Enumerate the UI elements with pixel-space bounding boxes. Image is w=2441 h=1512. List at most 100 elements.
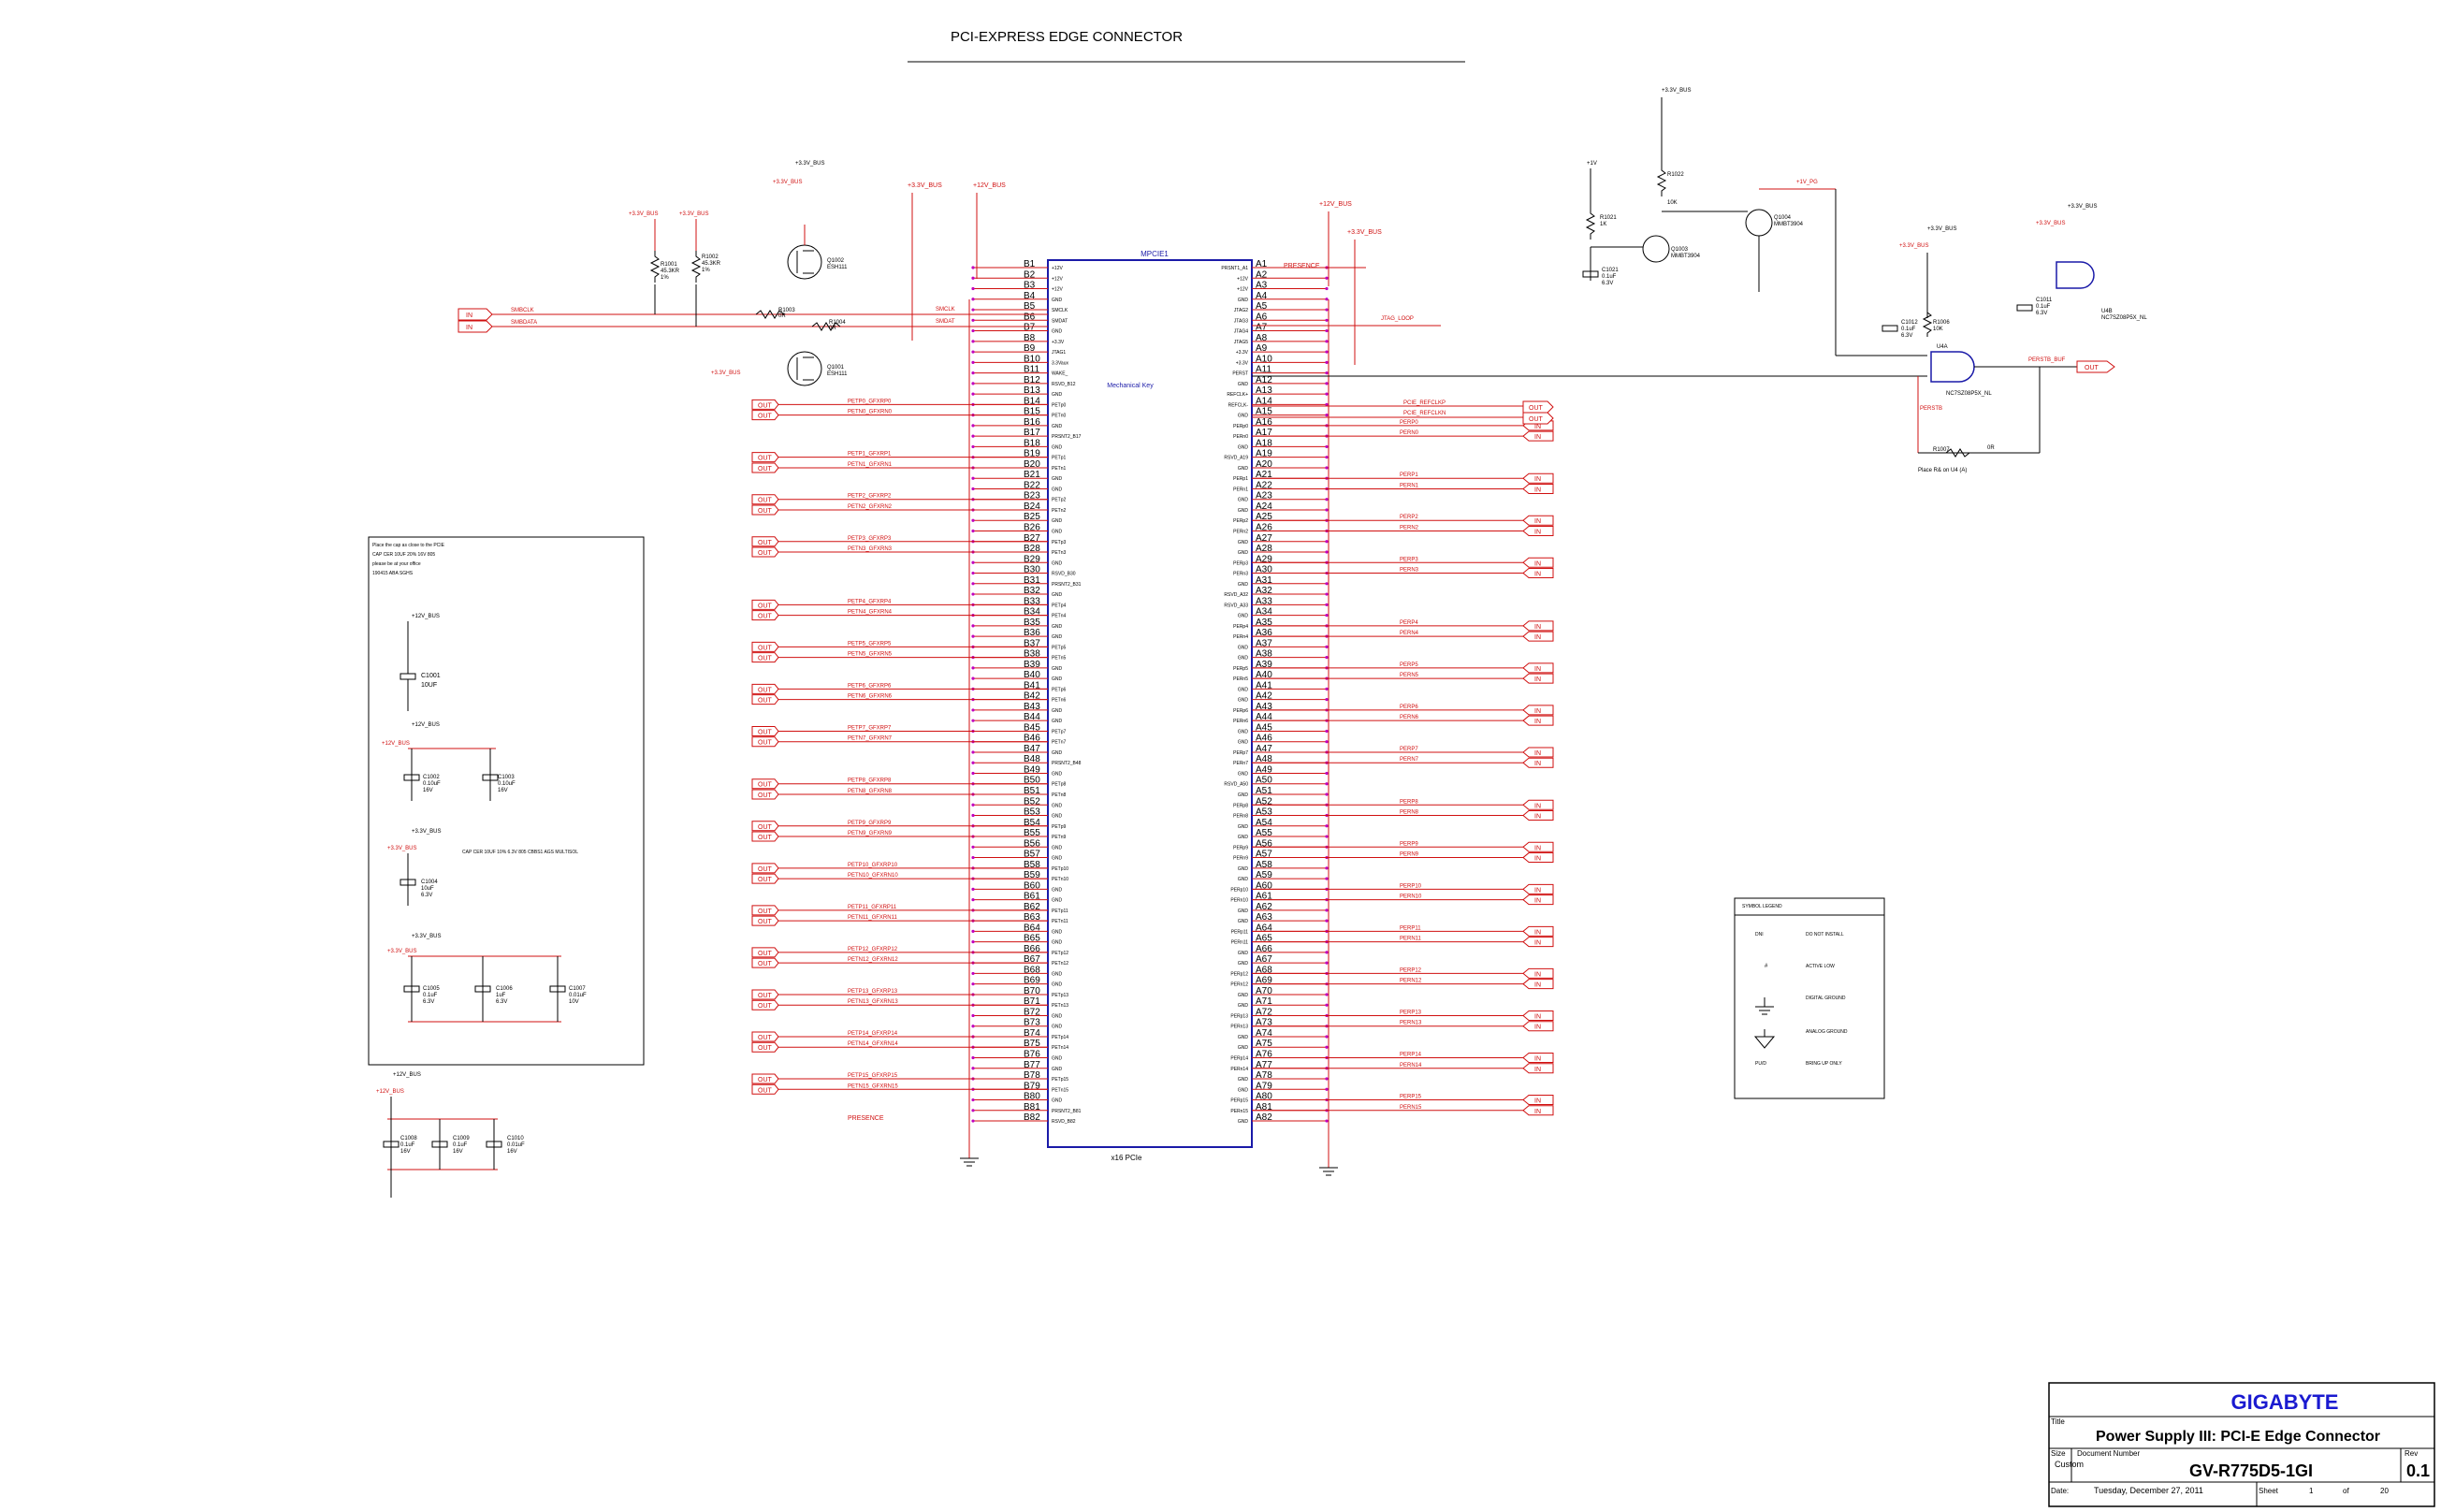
- a-pin-name: GND: [1238, 909, 1249, 914]
- tx-port-label: OUT: [758, 824, 773, 831]
- tx-port-out: [751, 778, 779, 790]
- rx-net-name: PERN7: [1400, 757, 1419, 763]
- a-pin-dot: [1325, 698, 1329, 702]
- b-pin-name: PETn4: [1052, 614, 1067, 619]
- net-smclk: SMCLK: [936, 307, 955, 313]
- tx-port-label: OUT: [758, 1077, 773, 1083]
- tx-net-name: PETN0_GFXRN0: [848, 410, 893, 415]
- tx-port-out: [751, 957, 779, 968]
- legend-item-3-desc: ANALOG GROUND: [1806, 1029, 1848, 1035]
- rx-net-name: PERN4: [1400, 631, 1419, 636]
- rx-port-in: [1522, 662, 1554, 674]
- b-pin-number: B71: [1024, 996, 1040, 1007]
- rx-port-in: [1522, 673, 1554, 684]
- rx-port-in: [1522, 557, 1554, 568]
- b-pin-dot: [971, 1055, 975, 1060]
- a-pin-name: GND: [1238, 1003, 1249, 1009]
- b-pin-name: PETp14: [1052, 1035, 1068, 1040]
- c1011-val: 0.1uF: [2036, 304, 2051, 310]
- net-label-33v: +3.3V_BUS: [908, 182, 942, 189]
- a-pin-number: A59: [1256, 870, 1272, 880]
- a-pin-name: GND: [1238, 771, 1249, 777]
- r1001-val: 45.3KR: [661, 269, 680, 274]
- rx-port-in: [1522, 568, 1554, 579]
- a-pin-number: A9: [1256, 343, 1268, 354]
- a-pin-number: A8: [1256, 333, 1268, 343]
- a-pin-name: GND: [1238, 729, 1249, 734]
- b-pin-name: RSVD_B30: [1052, 572, 1076, 577]
- b-pin-number: B19: [1024, 449, 1040, 459]
- a-pin-name: GND: [1238, 508, 1249, 514]
- b-pin-name: +12V: [1052, 276, 1063, 282]
- rx-net-name: PERP3: [1400, 557, 1418, 562]
- a-pin-dot: [1325, 298, 1329, 301]
- a-pin-number: A40: [1256, 670, 1272, 680]
- b-pin-number: B73: [1024, 1018, 1040, 1028]
- b-pin-number: B40: [1024, 670, 1040, 680]
- a-pin-name: PERn10: [1230, 898, 1248, 904]
- rx-net-name: PERP2: [1400, 515, 1418, 520]
- a-pin-dot: [1325, 792, 1329, 796]
- b-pin-number: B63: [1024, 912, 1040, 923]
- a-pin-dot: [1325, 919, 1329, 923]
- rx-port-label: IN: [1534, 1109, 1541, 1115]
- c1006-ref: C1006: [496, 986, 513, 992]
- rx-port-label: IN: [1534, 530, 1541, 536]
- net-label-33v-a: +3.3V_BUS: [1347, 229, 1382, 236]
- rx-port-in: [1522, 925, 1554, 937]
- b-pin-name: GND: [1052, 518, 1063, 524]
- b-pin-number: B14: [1024, 396, 1040, 406]
- tx-port-out: [751, 1031, 779, 1042]
- c1010-volt: 16V: [507, 1149, 517, 1155]
- a-pin-number: A24: [1256, 502, 1272, 512]
- a-pin-number: A3: [1256, 281, 1268, 291]
- a-pin-number: A52: [1256, 796, 1272, 807]
- b-pin-number: B78: [1024, 1070, 1040, 1081]
- a-pin-number: A77: [1256, 1060, 1272, 1070]
- a-pin-number: A80: [1256, 1092, 1272, 1102]
- b-pin-name: GND: [1052, 887, 1063, 893]
- a-pin-name: GND: [1238, 1119, 1249, 1125]
- a-pin-number: A41: [1256, 680, 1272, 691]
- net-pg: +1V_PG: [1796, 180, 1818, 185]
- net-refclkn: PCIE_REFCLKN: [1403, 411, 1446, 416]
- rx-port-label: IN: [1534, 634, 1541, 641]
- tx-port-label: OUT: [758, 1087, 773, 1094]
- a-pin-number: A32: [1256, 586, 1272, 596]
- rx-port-label: IN: [1534, 1013, 1541, 1020]
- rx-port-in: [1522, 483, 1554, 494]
- rx-net-name: PERN15: [1400, 1105, 1422, 1111]
- b-pin-number: B52: [1024, 796, 1040, 807]
- q1001-part: ESH111: [827, 371, 848, 377]
- cap-c1021-body: [1582, 270, 1599, 278]
- a-pin-dot: [1325, 645, 1329, 648]
- note-line-3: please be at your office: [372, 561, 421, 567]
- tx-port-out: [751, 641, 779, 652]
- b-pin-name: +12V: [1052, 287, 1063, 293]
- q1002-part: ESH111: [827, 265, 848, 270]
- a-pin-name: PERp7: [1233, 750, 1248, 756]
- a-pin-name: GND: [1238, 698, 1249, 704]
- b-pin-dot: [971, 1109, 975, 1112]
- a-pin-name: GND: [1238, 877, 1249, 882]
- c1009-volt: 16V: [453, 1149, 463, 1155]
- tx-port-out: [751, 1073, 779, 1084]
- a-pin-number: A48: [1256, 754, 1272, 764]
- net-v33-u4b: +3.3V_BUS: [2068, 204, 2098, 210]
- tx-port-out: [751, 736, 779, 748]
- a-pin-number: A50: [1256, 776, 1272, 786]
- a-pin-number: A43: [1256, 702, 1272, 712]
- rx-port-label: IN: [1534, 572, 1541, 578]
- tx-port-out: [751, 831, 779, 842]
- a-pin-dot: [1325, 835, 1329, 838]
- rx-net-name: PERP0: [1400, 420, 1418, 426]
- rx-port-in: [1522, 894, 1554, 906]
- tx-port-label: OUT: [758, 782, 773, 789]
- a-pin-number: A23: [1256, 491, 1272, 502]
- b-pin-name: PETp8: [1052, 782, 1067, 788]
- rx-port-label: IN: [1534, 476, 1541, 483]
- a-pin-name: GND: [1238, 835, 1249, 840]
- b-pin-dot: [971, 634, 975, 638]
- tx-port-label: OUT: [758, 540, 773, 546]
- net-v33-c1005-r: +3.3V_BUS: [387, 949, 417, 954]
